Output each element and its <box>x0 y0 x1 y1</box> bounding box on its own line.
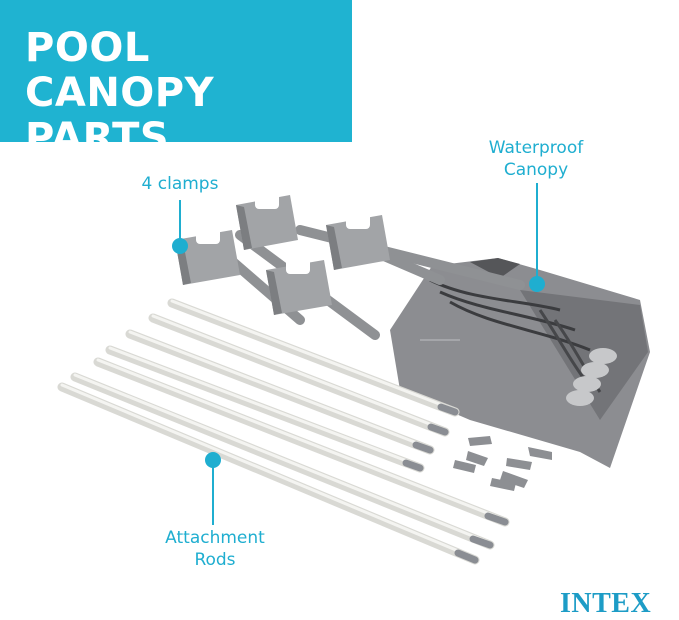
callout-rods <box>205 452 221 525</box>
clamp-2 <box>175 226 240 285</box>
canopy-label-line-2: Canopy <box>503 160 569 180</box>
clamp-3 <box>326 211 390 270</box>
rods-label: Attachment Rods <box>145 527 285 571</box>
rods-label-line-1: Attachment <box>165 528 265 548</box>
clamps-label-text: 4 clamps <box>141 174 219 194</box>
intex-logo: INTEX <box>560 588 652 619</box>
title-banner: POOL CANOPY PARTS <box>0 0 352 161</box>
canopy-bag <box>390 258 650 468</box>
title-line-2: PARTS <box>25 115 170 161</box>
rod-end-caps <box>453 436 552 491</box>
canopy-label-line-1: Waterproof <box>488 138 584 158</box>
title-line-1: POOL CANOPY <box>25 25 215 116</box>
callout-canopy <box>529 183 545 292</box>
clamp-1 <box>236 191 298 250</box>
clamps-label: 4 clamps <box>120 173 240 195</box>
clamp-4 <box>266 256 332 315</box>
canopy-label: Waterproof Canopy <box>466 137 606 181</box>
rods <box>57 298 510 565</box>
rods-label-line-2: Rods <box>194 550 236 570</box>
callout-clamps <box>172 200 188 254</box>
